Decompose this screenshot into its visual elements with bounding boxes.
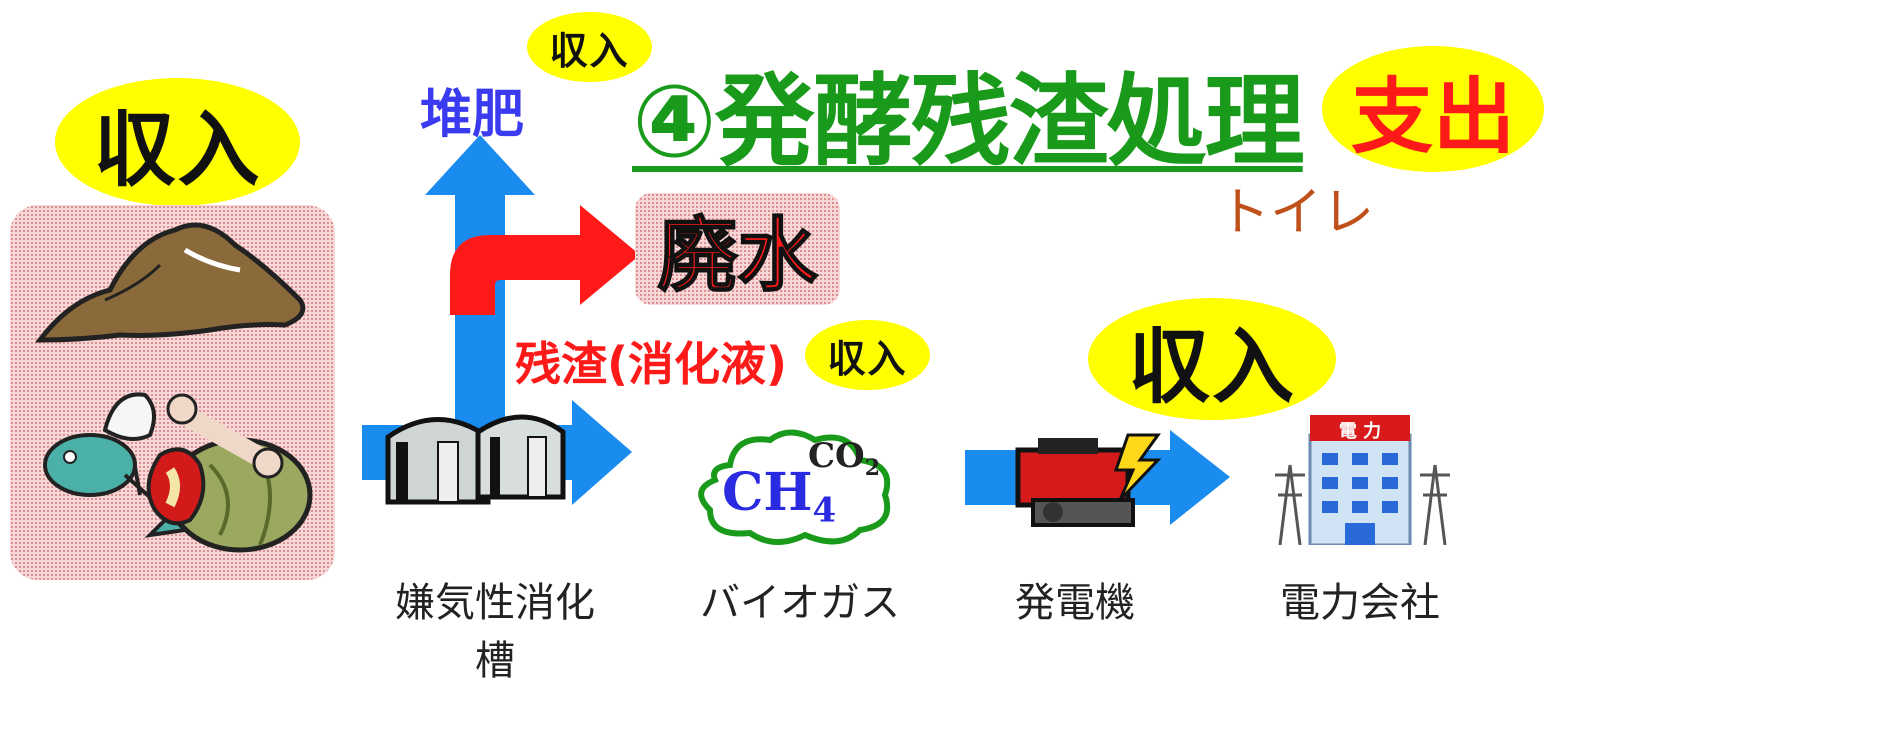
income-badge-compost: 収入 [527, 12, 652, 82]
expense-label: 支出 [1350, 69, 1515, 165]
generator-icon [1015, 433, 1162, 527]
egg-shell-icon [102, 392, 156, 441]
income-label: 収入 [93, 102, 262, 198]
income-badge-waste: 収入 [55, 78, 300, 206]
ch4-formula: CH4 [722, 462, 837, 531]
fish-bone-icon [43, 433, 190, 538]
toilet-label: トイレ [1218, 183, 1375, 243]
biogas-label: バイオガス [700, 580, 900, 626]
co2-formula: CO2 [808, 436, 880, 481]
power-company-sign: 電 力 [1338, 421, 1382, 442]
wastewater-arrow [450, 205, 640, 315]
income-badge-power: 収入 [1088, 298, 1336, 420]
apple-core-icon [146, 447, 206, 526]
manure-pile-icon [34, 222, 306, 343]
bone-icon [166, 393, 284, 479]
power-company-label: 電力会社 [1280, 580, 1440, 626]
power-company-building-icon [1275, 415, 1450, 545]
generator-label: 発電機 [1015, 580, 1135, 626]
wastewater-box: 廃水 [635, 193, 840, 305]
expense-badge: 支出 [1322, 46, 1544, 172]
food-waste-illustration [34, 222, 313, 553]
residue-label: 残渣(消化液) [515, 337, 788, 391]
biogas-cloud-icon [698, 429, 891, 545]
wastewater-label: 廃水 [657, 208, 819, 303]
income-label-residue: 収入 [827, 336, 908, 381]
food-waste-image [10, 205, 335, 580]
compost-label: 堆肥 [420, 85, 525, 145]
income-badge-residue: 収入 [805, 320, 930, 390]
page-title: ④発酵残渣処理 [632, 63, 1305, 180]
income-label-power: 収入 [1127, 319, 1296, 415]
digester-label: 嫌気性消化槽 [395, 580, 595, 684]
income-label-compost: 収入 [549, 28, 630, 73]
digester-tanks-icon [385, 414, 566, 505]
